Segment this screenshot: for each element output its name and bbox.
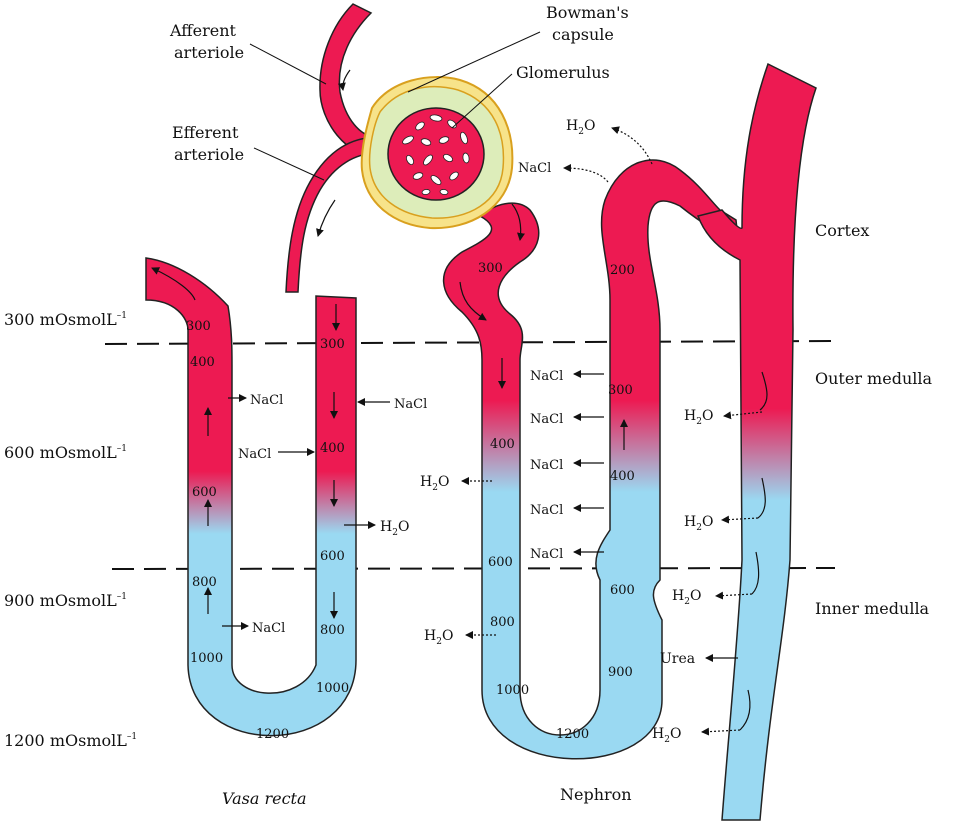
vasa-asc-800: 800 (192, 575, 217, 590)
h2o-label: H2O (652, 726, 681, 745)
osmolarity-600-label: 600 mOsmolL–1 (4, 443, 127, 462)
urea-label: Urea (660, 651, 695, 667)
bowmans-capsule-label: Bowman's capsule (546, 3, 629, 44)
leader-lines (249, 31, 541, 181)
vasa-desc-400: 400 (320, 441, 345, 456)
nephron-tubule (442, 159, 739, 760)
nephron-desc-800: 800 (490, 615, 515, 630)
h2o-label: H2O (566, 118, 595, 137)
h2o-label: H2O (420, 474, 449, 493)
vasa-desc-600: 600 (320, 549, 345, 564)
transport-arrows (222, 126, 763, 736)
vasa-recta-loop (145, 257, 357, 737)
nacl-label: NaCl (530, 458, 563, 473)
svg-text:Bowman's: Bowman's (546, 3, 629, 22)
nephron-asc-600: 600 (610, 583, 635, 598)
vasa-bottom-1200: 1200 (256, 727, 289, 742)
nephron-bottom-1200: 1200 (556, 727, 589, 742)
h2o-label: H2O (684, 514, 713, 533)
osmolarity-1200-label: 1200 mOsmolL–1 (4, 731, 137, 750)
h2o-label: H2O (424, 628, 453, 647)
osmolarity-900-label: 900 mOsmolL–1 (4, 591, 127, 610)
h2o-label: H2O (684, 408, 713, 427)
efferent-arteriole-label: Efferent arteriole (172, 123, 244, 164)
nephron-asc-400: 400 (610, 469, 635, 484)
vasa-asc-600: 600 (192, 485, 217, 500)
nacl-label: NaCl (518, 161, 551, 176)
osmolarity-300-label: 300 mOsmolL–1 (4, 310, 127, 329)
nephron-asc-900: 900 (608, 665, 633, 680)
collecting-duct (697, 62, 817, 821)
svg-text:arteriole: arteriole (174, 145, 244, 164)
afferent-arteriole-label: Afferent arteriole (169, 21, 244, 62)
nephron-dct-200: 200 (610, 263, 635, 278)
vasa-desc-1000: 1000 (316, 681, 349, 696)
nacl-label: NaCl (252, 621, 285, 636)
nacl-label: NaCl (238, 447, 271, 462)
nacl-label: NaCl (394, 397, 427, 412)
nephron-desc-600: 600 (488, 555, 513, 570)
glomerulus (387, 107, 485, 201)
svg-text:Efferent: Efferent (172, 123, 239, 142)
vasa-desc-300: 300 (320, 337, 345, 352)
nephron-desc-400: 400 (490, 437, 515, 452)
nephron-label: Nephron (560, 785, 632, 804)
outer-medulla-boundary-line (104, 340, 836, 345)
h2o-label: H2O (672, 588, 701, 607)
nephron-desc-300: 300 (478, 261, 503, 276)
nephron-asc-300: 300 (608, 383, 633, 398)
vasa-asc-300: 300 (186, 319, 211, 334)
svg-text:arteriole: arteriole (174, 43, 244, 62)
glomerulus-label: Glomerulus (516, 63, 610, 82)
vasa-asc-1000: 1000 (190, 651, 223, 666)
nephron-desc-1000: 1000 (496, 683, 529, 698)
vasa-asc-400: 400 (190, 355, 215, 370)
nacl-label: NaCl (530, 547, 563, 562)
nacl-label: NaCl (530, 503, 563, 518)
svg-text:capsule: capsule (552, 25, 614, 44)
outer-medulla-label: Outer medulla (815, 369, 932, 388)
h2o-label: H2O (380, 519, 409, 538)
nacl-label: NaCl (530, 369, 563, 384)
cortex-label: Cortex (815, 221, 869, 240)
inner-medulla-boundary-line (111, 567, 836, 570)
vasa-desc-800: 800 (320, 623, 345, 638)
svg-text:Afferent: Afferent (169, 21, 237, 40)
nacl-label: NaCl (250, 393, 283, 408)
nacl-label: NaCl (530, 412, 563, 427)
vasa-recta-label: Vasa recta (222, 789, 307, 808)
flow-arrows (151, 69, 768, 731)
inner-medulla-label: Inner medulla (815, 599, 930, 618)
